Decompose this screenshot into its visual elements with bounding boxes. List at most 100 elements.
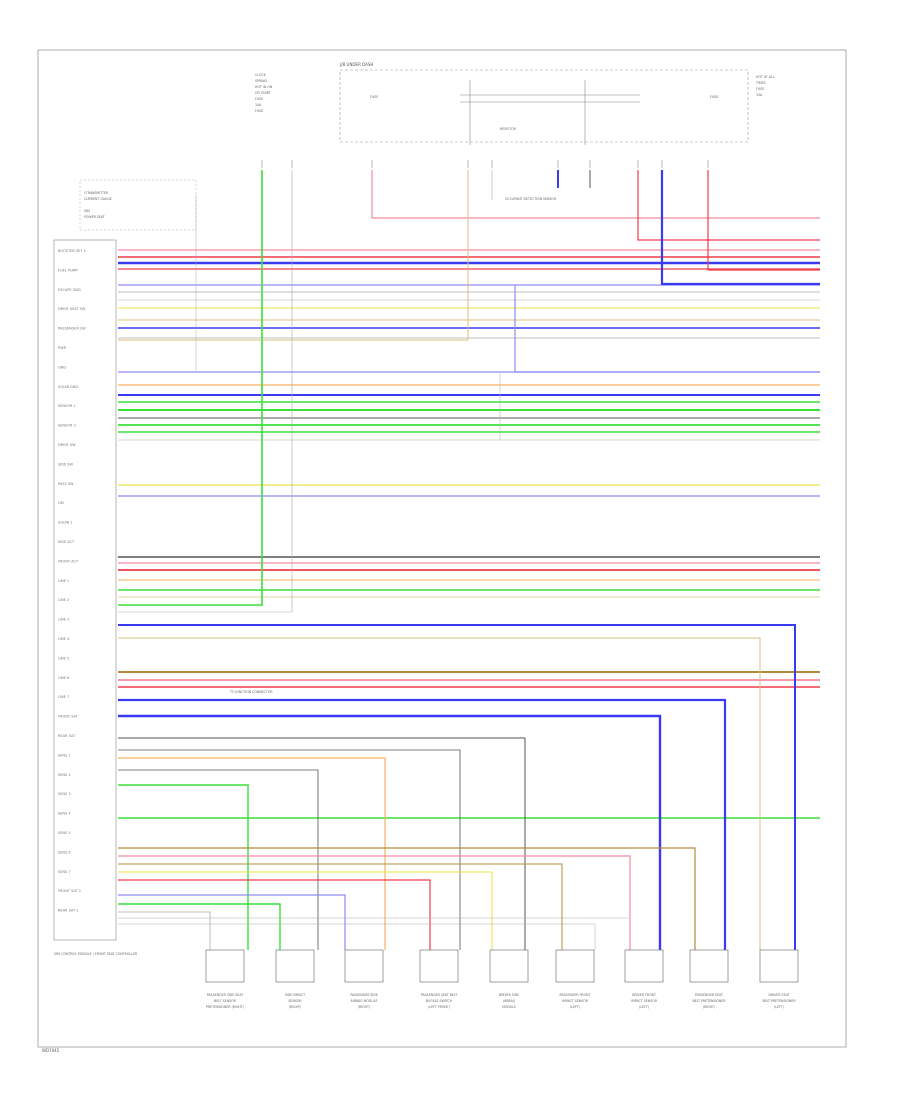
wire-tan xyxy=(118,170,469,341)
srs-module-label: SRS CONTROL MODULE / FRONT SEAT CONTROLL… xyxy=(54,952,138,956)
module-pin-label: FRONT SAT xyxy=(58,715,78,719)
component-label: DRIVER FRONT xyxy=(632,993,656,997)
module-pin-label: REAR SAT 2 xyxy=(58,909,78,913)
component-sub: (RIGHT) xyxy=(358,1005,370,1009)
wire-to-comp4b xyxy=(118,879,431,950)
wire-to-comp8 xyxy=(118,698,727,950)
upper-left-box-label-3: SRS xyxy=(84,209,90,213)
fuse-label-1: FUSE xyxy=(370,95,378,99)
ignition-label-3: HOT IN ON xyxy=(255,85,273,89)
component-label-2: IMPACT SENSOR xyxy=(562,999,589,1003)
component-label-2: BELT PRETENSIONER xyxy=(692,999,726,1003)
component-sub: (RIGHT) xyxy=(289,1005,301,1009)
component-sub: MODULE xyxy=(502,1005,516,1009)
component-symbol xyxy=(275,949,315,983)
ignition-label-5: FUSE xyxy=(255,97,263,101)
component-box: PASSENGER FRONT IMPACT SENSOR (LEFT) xyxy=(555,949,595,1009)
component-label-2: BUCKLE SWITCH xyxy=(426,999,453,1003)
footer-code: WD7045 xyxy=(42,1048,60,1053)
module-pin-label: PASSENGER SW xyxy=(58,327,86,331)
module-pin-label: DRIVE SW xyxy=(58,443,76,447)
top-connector-ticks xyxy=(261,160,709,168)
module-pin-label: SENS 7 xyxy=(58,870,71,874)
right-top-label: HOT AT ALL xyxy=(756,75,775,79)
upper-left-box-label-4: POWER SEAT xyxy=(84,215,105,219)
wire-gray-bot2 xyxy=(118,923,596,950)
wire-blue xyxy=(660,170,820,286)
wire-to-comp8b xyxy=(118,847,696,950)
component-label: PASSENGER FRONT xyxy=(560,993,591,997)
module-pin-label: LINE 2 xyxy=(58,598,69,602)
wire-lightblue-jog xyxy=(514,285,820,373)
module-pin-label: GND xyxy=(58,365,66,369)
wire-to-comp3b xyxy=(118,769,319,950)
resistor-label: RESISTOR xyxy=(500,127,517,131)
module-pin-label: SENS 4 xyxy=(58,812,71,816)
srs-control-module xyxy=(53,239,117,941)
wire-to-comp4 xyxy=(118,749,461,950)
connector-label-ptc: OCCUPANT DETECTION SENSOR xyxy=(505,197,557,201)
module-pin-label: LINE 4 xyxy=(58,637,70,641)
module-pin-label: FRONT SAT 2 xyxy=(58,889,81,893)
module-pin-label: DRIVE SEAT SW xyxy=(58,307,86,311)
component-label-2: IMPACT SENSOR xyxy=(631,999,658,1003)
component-symbol xyxy=(419,949,459,983)
wire-to-comp3c xyxy=(118,894,346,950)
component-box: SIDE IMPACT SENSOR (RIGHT) xyxy=(275,949,315,1009)
component-label: DRIVER SIDE xyxy=(499,993,519,997)
wire-to-comp6 xyxy=(118,863,563,950)
component-symbol xyxy=(689,949,729,983)
component-label: PASSENGER SIDE SEAT xyxy=(207,993,243,997)
component-label: SIDE IMPACT xyxy=(285,993,305,997)
ignition-label-2: SPRING xyxy=(255,79,267,83)
fuse-label-2: FUSE xyxy=(710,95,718,99)
component-label-2: AIRBAG xyxy=(503,999,516,1003)
module-pin-label: SENS 1 xyxy=(58,753,71,757)
module-pin-label: LINE 1 xyxy=(58,579,69,583)
component-box: DRIVER SEAT BELT PRETENSIONER (LEFT) xyxy=(759,949,799,1009)
upper-left-box-label-2: CURRENT GAUGE xyxy=(84,197,112,201)
wire-to-comp5 xyxy=(118,737,526,950)
component-label-2: SENSOR xyxy=(288,999,302,1003)
component-symbol xyxy=(205,949,245,983)
component-sub: PRETENSIONER (RIGHT) xyxy=(206,1005,244,1009)
component-label-2: BELT SENSOR xyxy=(214,999,236,1003)
module-pin-label: LIN xyxy=(58,501,64,505)
bottom-components: PASSENGER SIDE SEAT BELT SENSOR PRETENSION… xyxy=(205,949,799,1009)
component-box: PASSENGER SEAT BELT PRETENSIONER (RIGHT) xyxy=(689,949,729,1009)
component-label: PASSENGER SEAT xyxy=(695,993,723,997)
module-pin-label: SENS 6 xyxy=(58,850,71,854)
component-symbol xyxy=(489,949,529,983)
module-pin-label: LINE 5 xyxy=(58,656,69,660)
module-pin-label: SIDE SW xyxy=(58,462,73,466)
component-label: PASSENGER SEAT BELT xyxy=(421,993,458,997)
module-pin-label: SENSOR 2 xyxy=(58,424,76,428)
right-top-label-3: FUSE xyxy=(756,87,764,91)
right-top-label-4: 15A xyxy=(756,93,763,97)
wire-to-comp7b xyxy=(118,855,631,950)
wire-to-comp1 xyxy=(118,784,249,950)
wire-to-comp5b xyxy=(118,871,493,950)
wire-fuse1 xyxy=(371,170,820,219)
wire-to-comp9b xyxy=(118,637,761,950)
module-pin-label: PWR xyxy=(58,346,67,350)
component-sub: (LEFT) xyxy=(774,1005,784,1009)
component-label: DRIVER SEAT xyxy=(769,993,790,997)
component-symbol xyxy=(555,949,595,983)
diagram-border xyxy=(37,49,847,1048)
component-label-2: BELT PRETENSIONER xyxy=(762,999,796,1003)
upper-left-box xyxy=(79,179,197,231)
component-box: DRIVER FRONT IMPACT SENSOR (LEFT) xyxy=(624,949,664,1009)
component-label: PASSENGER SIDE xyxy=(350,993,378,997)
component-sub: (RIGHT) xyxy=(703,1005,715,1009)
module-pin-label: SQUIB GND xyxy=(58,385,78,389)
component-symbol xyxy=(759,949,799,983)
ignition-label-4: OR START xyxy=(255,91,271,95)
component-sub: (LEFT) xyxy=(639,1005,649,1009)
ignition-label-6: 10A xyxy=(255,103,262,107)
module-pin-label: FRONT ACT xyxy=(58,559,79,563)
component-sub: (LEFT) xyxy=(570,1005,580,1009)
